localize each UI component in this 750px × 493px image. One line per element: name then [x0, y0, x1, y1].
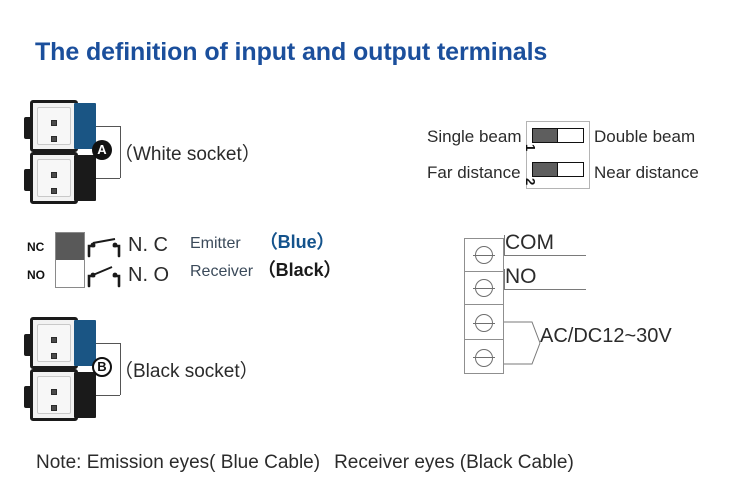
dip-slider-1[interactable]	[533, 129, 558, 142]
connector-pin	[51, 136, 57, 142]
dip-switch-1[interactable]	[532, 128, 584, 143]
bracket-line-top	[96, 126, 120, 127]
cable-black-a	[74, 155, 96, 201]
socket-label-a: （White socket）	[114, 144, 261, 165]
supply-voltage-label: AC/DC12~30V	[540, 325, 672, 347]
receiver-legend: Receiver （Black）	[190, 256, 342, 282]
screw-terminal-icon[interactable]	[473, 348, 495, 367]
connector-body	[37, 324, 71, 362]
emitter-paren-open: （	[259, 232, 278, 252]
cable-black-b	[74, 372, 96, 418]
lead-com	[504, 255, 586, 256]
bracket-line-vertical	[120, 343, 121, 395]
connector-tab-icon	[24, 386, 33, 408]
terminal-3[interactable]	[465, 307, 503, 340]
lead-com-riser	[504, 235, 505, 255]
contact-symbol-nc-icon	[87, 238, 121, 258]
terminal-label-com: COM	[505, 231, 554, 254]
connector-a-top	[24, 100, 78, 152]
power-lead-converge-icon	[504, 321, 541, 365]
bracket-line-bottom	[96, 395, 120, 396]
dip-label-far-distance: Far distance	[427, 163, 521, 182]
dip-label-double-beam: Double beam	[594, 127, 696, 146]
cable-blue-a	[74, 103, 96, 149]
emitter-name: Emitter	[190, 235, 241, 252]
connector-body	[37, 376, 71, 414]
connector-pin	[51, 389, 57, 395]
socket-label-b: （Black socket）	[114, 361, 259, 382]
bracket-line-top	[96, 343, 120, 344]
connector-tab-icon	[24, 334, 33, 356]
dip-label-single-beam: Single beam	[427, 127, 522, 146]
connector-a-bottom	[24, 152, 78, 204]
relay-state-box	[55, 232, 85, 288]
connector-tab-icon	[24, 117, 33, 139]
terminal-block	[464, 238, 504, 374]
footer-note: Note: Emission eyes( Blue Cable) Receiver…	[36, 452, 574, 474]
screw-terminal-icon[interactable]	[473, 314, 495, 332]
connector-b-bottom	[24, 369, 78, 421]
contact-symbol-no-icon	[87, 266, 121, 288]
contact-label-nc: N. C	[128, 234, 168, 256]
receiver-color-value: Black	[275, 260, 324, 280]
connector-pin	[51, 405, 57, 411]
terminal-2[interactable]	[465, 272, 503, 305]
emitter-paren-close: ）	[316, 232, 335, 252]
cable-blue-b	[74, 320, 96, 366]
dip-number-2: 2	[523, 178, 538, 186]
terminal-1[interactable]	[465, 239, 503, 272]
lead-no	[504, 289, 586, 290]
relay-tag-nc: NC	[27, 240, 45, 254]
relay-nc-fill	[56, 233, 84, 260]
connector-pin	[51, 337, 57, 343]
dip-switch-2[interactable]	[532, 162, 584, 177]
screw-terminal-icon[interactable]	[473, 279, 495, 297]
connector-body	[37, 159, 71, 197]
connector-tab-icon	[24, 169, 33, 191]
terminal-4[interactable]	[465, 341, 503, 374]
receiver-name: Receiver	[190, 263, 254, 280]
emitter-legend: Emitter （Blue）	[190, 228, 335, 254]
bracket-line-bottom	[96, 178, 120, 179]
terminal-label-no: NO	[505, 265, 537, 288]
receiver-paren-close: ）	[323, 260, 342, 280]
marker-a: A	[92, 140, 112, 160]
connector-pin	[51, 188, 57, 194]
connector-pin	[51, 172, 57, 178]
note-suffix: Receiver eyes (Black Cable)	[334, 452, 574, 473]
connector-b-top	[24, 317, 78, 369]
marker-b: B	[92, 357, 112, 377]
lead-no-riser	[504, 269, 505, 289]
connector-pin	[51, 120, 57, 126]
connector-body	[37, 107, 71, 145]
page-title: The definition of input and output termi…	[35, 38, 548, 66]
dip-label-near-distance: Near distance	[594, 163, 699, 182]
bracket-line-vertical	[120, 126, 121, 178]
dip-number-1: 1	[523, 144, 538, 152]
emitter-color-value: Blue	[277, 232, 317, 252]
receiver-paren-open: （	[257, 260, 276, 280]
contact-label-no: N. O	[128, 264, 170, 286]
note-prefix: Note: Emission eyes( Blue Cable)	[36, 452, 321, 473]
relay-tag-no: NO	[27, 268, 45, 282]
dip-switch-housing: 1 2	[523, 121, 590, 189]
dip-slider-2[interactable]	[533, 163, 558, 176]
connector-pin	[51, 353, 57, 359]
screw-terminal-icon[interactable]	[473, 246, 495, 264]
